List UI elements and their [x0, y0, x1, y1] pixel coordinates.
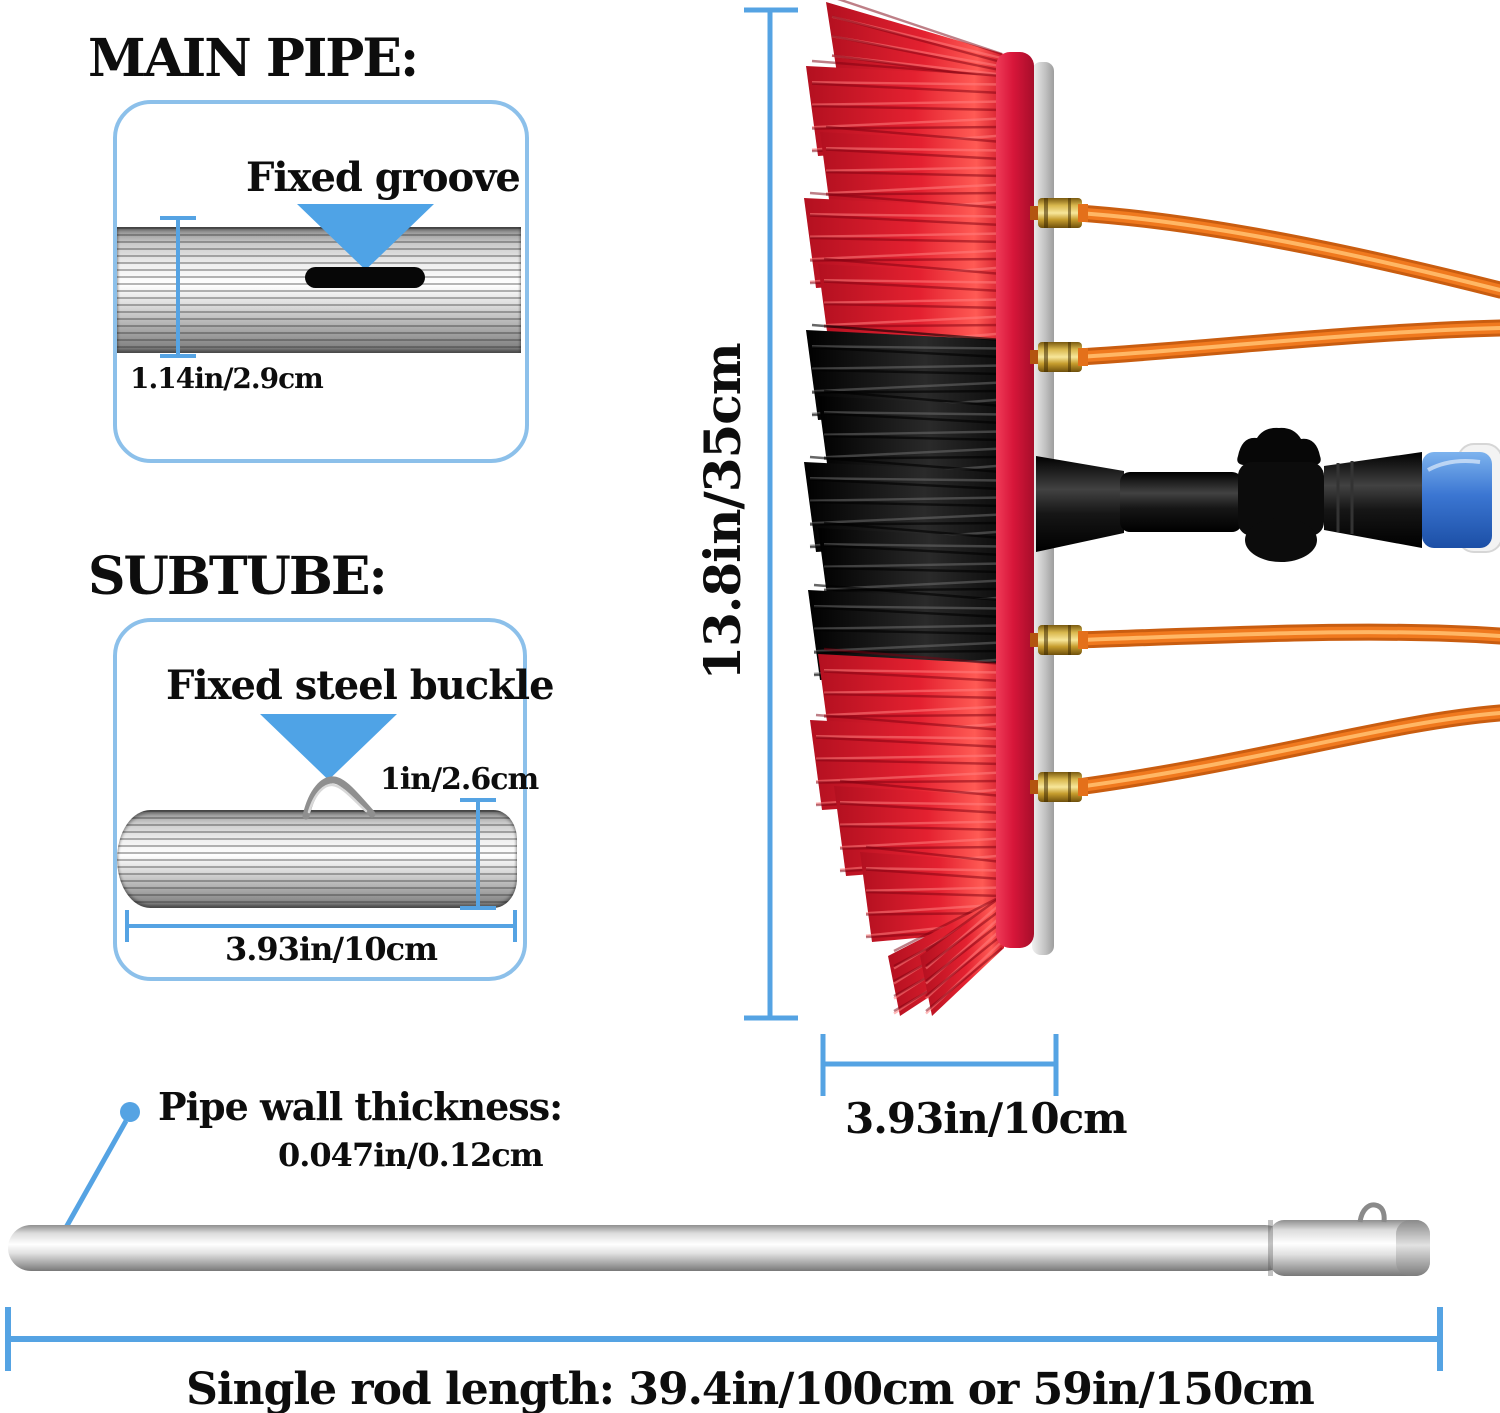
- subtube-height-label: 1in/2.6cm: [380, 762, 539, 797]
- valve-body: [1238, 462, 1324, 536]
- pole-length-label: Single rod length: 39.4in/100cm or 59in/…: [186, 1364, 1315, 1413]
- dimension-tick: [513, 910, 517, 942]
- subtube-length-label: 3.93in/10cm: [225, 930, 438, 968]
- main-pipe-title: MAIN PIPE:: [88, 28, 419, 89]
- flow-valve: [1036, 427, 1500, 562]
- valve-knob-icon: [1237, 427, 1321, 465]
- groove-slot: [305, 267, 425, 288]
- subtube-length-dimension: [125, 924, 517, 928]
- pole-length-dimension: [5, 1307, 1443, 1371]
- fixed-steel-buckle-label: Fixed steel buckle: [166, 662, 555, 709]
- hose-fittings: [1030, 198, 1088, 802]
- extension-pole: [8, 1202, 1430, 1276]
- subtube-illustration: [117, 810, 517, 908]
- brush-bristles: [804, 0, 1004, 1016]
- dimension-tick: [160, 354, 196, 358]
- main-pipe-diameter-dimension: [176, 218, 180, 358]
- main-pipe-diameter-label: 1.14in/2.9cm: [130, 362, 324, 395]
- valve-socket: [1036, 456, 1124, 552]
- brush-width-dimension: [820, 1034, 1059, 1096]
- wall-thickness-label: Pipe wall thickness:: [158, 1084, 563, 1129]
- leader-line: [61, 1102, 140, 1233]
- brush-board: [996, 52, 1034, 948]
- dimension-tick: [460, 798, 496, 802]
- fixed-groove-label: Fixed groove: [246, 154, 521, 201]
- dimension-tick: [160, 216, 196, 220]
- pole-hook-icon: [1357, 1202, 1387, 1223]
- dimension-tick: [125, 910, 129, 942]
- valve-elbow: [1245, 518, 1317, 562]
- brush-width-label: 3.93in/10cm: [845, 1094, 1128, 1143]
- valve-cone: [1324, 452, 1422, 548]
- subtube-title: SUBTUBE:: [88, 546, 388, 607]
- brush-height-label: 13.8in/35cm: [693, 343, 752, 681]
- quick-connector: [1422, 452, 1492, 548]
- subtube-diagram-box: [113, 618, 527, 981]
- main-pipe-illustration: [117, 227, 521, 353]
- subtube-height-dimension: [476, 800, 480, 910]
- wall-thickness-value: 0.047in/0.12cm: [278, 1136, 544, 1174]
- steel-buckle-icon: [302, 776, 376, 820]
- dimension-tick: [460, 906, 496, 910]
- valve-pipe: [1120, 472, 1242, 532]
- brush-height-dimension: [744, 7, 798, 1021]
- water-hoses: [1069, 204, 1500, 796]
